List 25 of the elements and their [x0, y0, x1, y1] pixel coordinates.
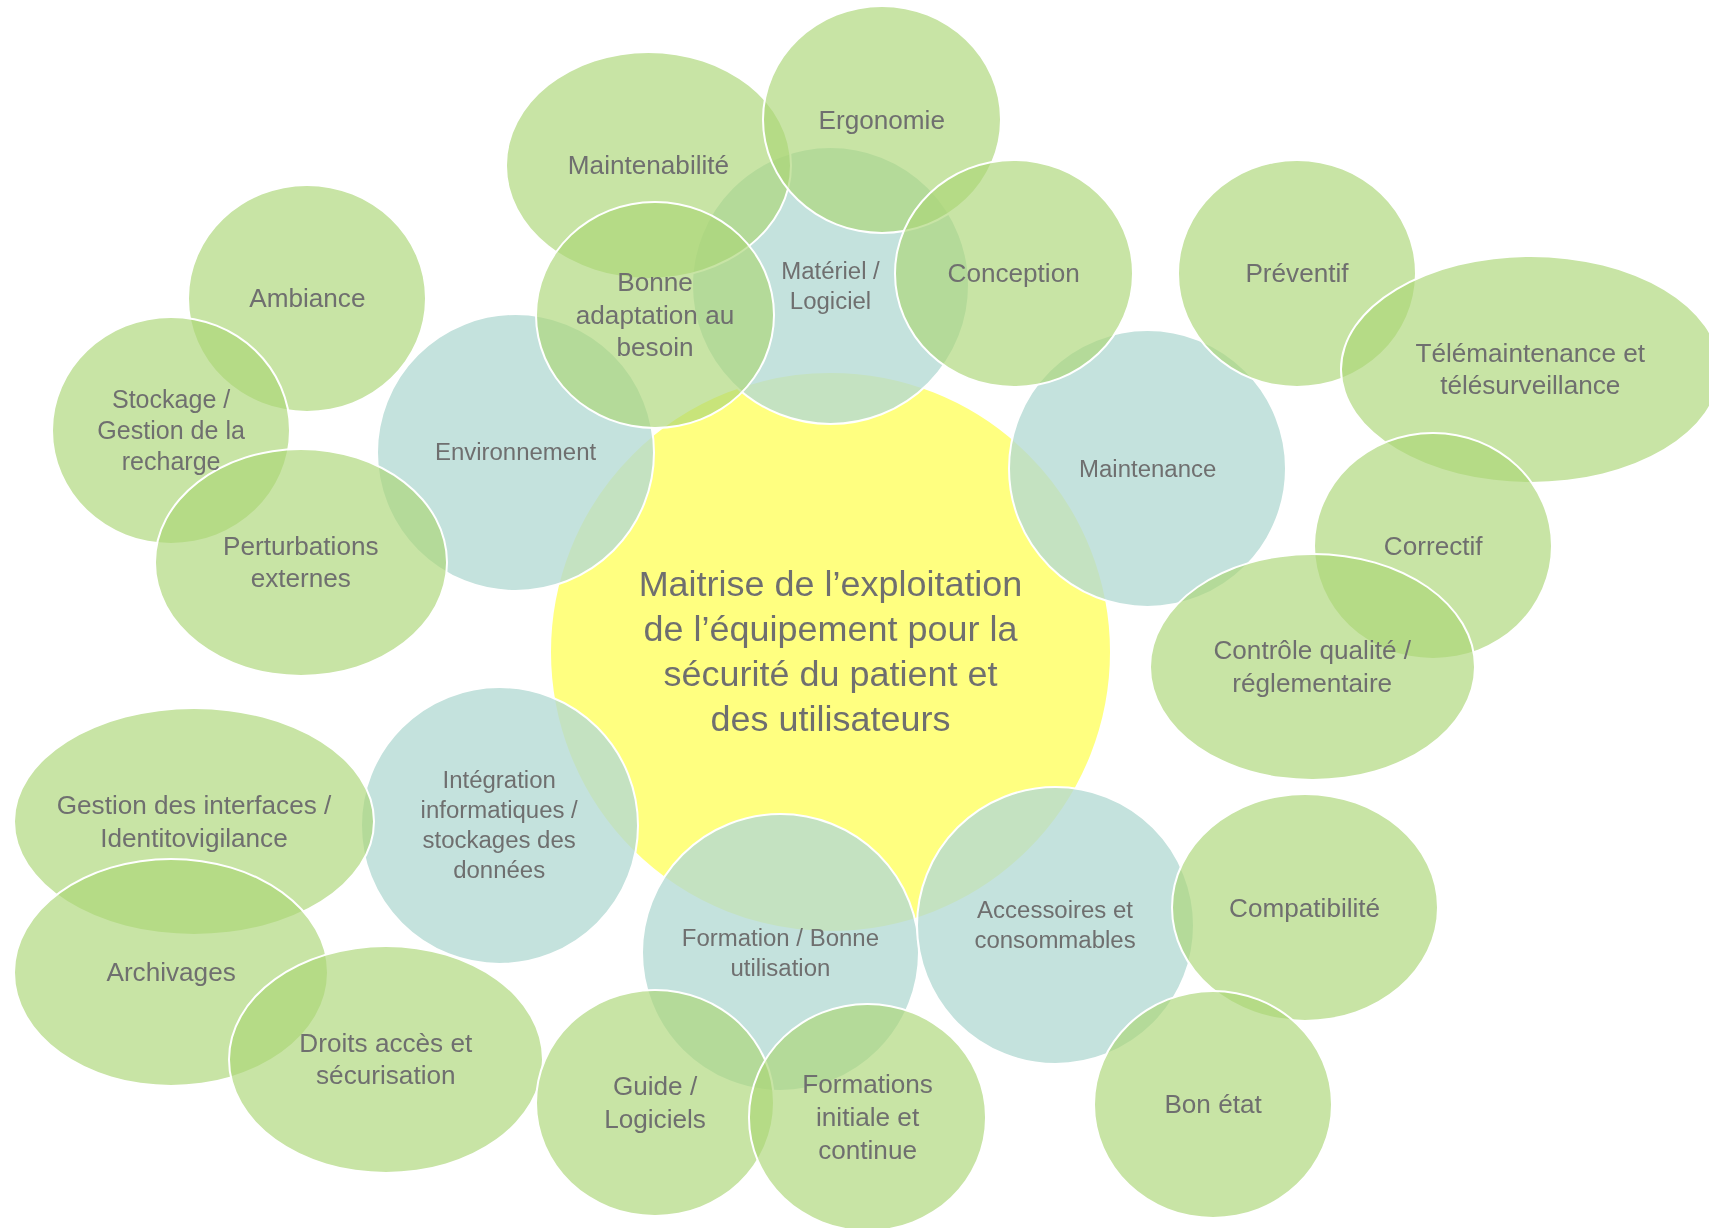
central-title: Maitrise de l’exploitation de l’équipement pour la sécurité du patient et des utilisateurs [637, 561, 1024, 741]
bubble-label: Matériel / Logiciel [780, 255, 881, 316]
bubble-label: Formation / Bonne utilisation [680, 922, 880, 983]
bubble-label: Archivages [105, 955, 237, 989]
bubble-label: Droits accès et sécurisation [298, 1026, 474, 1093]
bubble-label: Intégration informatiques / stockages des données [419, 765, 579, 885]
bubble-label: Préventif [1244, 257, 1350, 290]
bubble-label: Maintenabilité [566, 149, 731, 182]
bubble-label: Bon état [1163, 1087, 1263, 1121]
bubble-label: Environnement [433, 437, 598, 468]
bubble-label: Compatibilité [1228, 891, 1382, 925]
bubble-label: Formations initiale et continue [801, 1068, 934, 1167]
bubble-label: Accessoires et consommables [973, 895, 1137, 956]
bubble-label: Ambiance [248, 282, 367, 315]
bubble-label: Gestion des interfaces / Identitovigilance [55, 789, 333, 855]
bubble-label: Bonne adaptation au besoin [574, 265, 736, 364]
bubble-label: Stockage / Gestion de la recharge [96, 383, 246, 478]
bubble-label: Contrôle qualité / réglementaire [1212, 634, 1413, 700]
bubble-label: Télémaintenance et télésurveillance [1414, 336, 1647, 403]
bubble-label: Ergonomie [817, 103, 946, 137]
bubble-label: Conception [946, 257, 1081, 290]
bubble-label: Perturbations externes [222, 529, 380, 596]
bubble-label: Guide / Logiciels [603, 1070, 707, 1136]
bubble-label: Maintenance [1078, 453, 1218, 484]
bubble-label: Correctif [1382, 529, 1484, 563]
